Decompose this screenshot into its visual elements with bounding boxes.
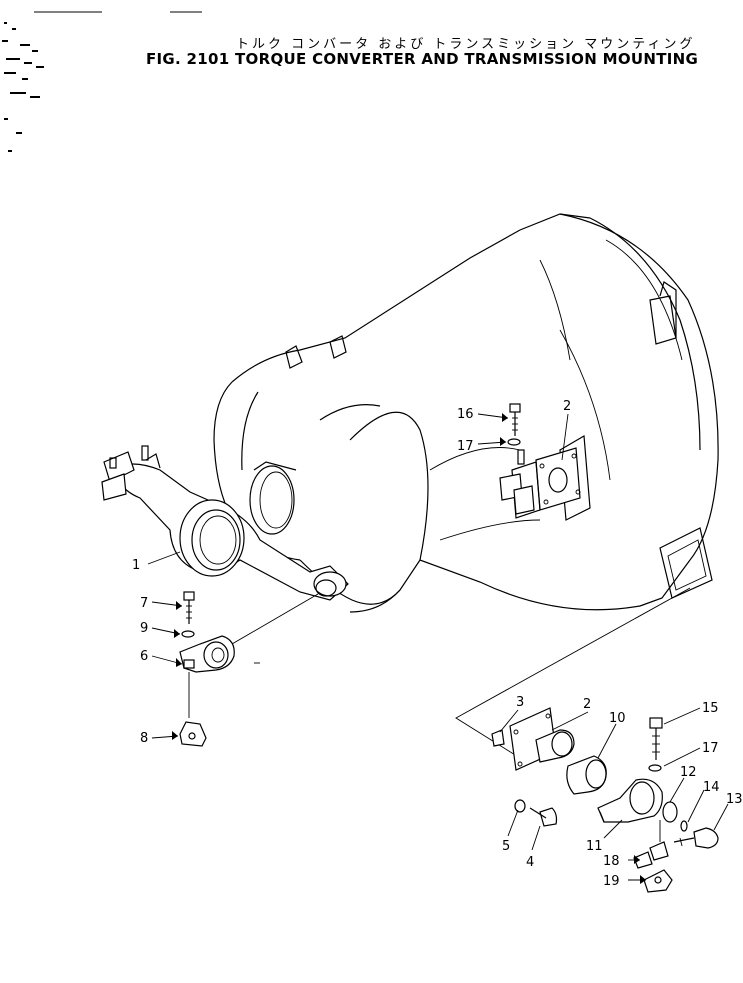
- front-support-arm: [101, 445, 349, 601]
- callout-19: 19: [603, 874, 620, 889]
- leader-arm-bushing: [231, 593, 319, 645]
- title-japanese: トルク コンバータ および トランスミッション マウンティング: [236, 37, 696, 52]
- callout-2b: 2: [583, 697, 591, 712]
- callout-15: 15: [702, 701, 719, 716]
- left-mount-parts: [179, 591, 260, 747]
- callout-10: 10: [609, 711, 626, 726]
- callout-6: 6: [140, 649, 148, 664]
- callout-arrows: [172, 413, 646, 884]
- callout-3: 3: [516, 695, 524, 710]
- callout-18: 18: [603, 854, 620, 869]
- callout-4: 4: [526, 855, 534, 870]
- callout-2a: 2: [563, 399, 571, 414]
- callout-14: 14: [703, 780, 720, 795]
- figure-title: FIG. 2101 TORQUE CONVERTER AND TRANSMISS…: [146, 50, 699, 68]
- callout-1: 1: [132, 558, 140, 573]
- callout-7: 7: [140, 596, 148, 611]
- rear-mount-exploded: [455, 587, 719, 893]
- callout-17b: 17: [702, 741, 719, 756]
- callout-8: 8: [140, 731, 148, 746]
- callout-12: 12: [680, 765, 697, 780]
- callout-17a: 17: [457, 439, 474, 454]
- callout-9: 9: [140, 621, 148, 636]
- upper-mount-assembly: [499, 403, 581, 519]
- callout-labels: 1 2 16 17 7 9 6 8 3 2 10 15 17 12 14 13 …: [132, 399, 743, 889]
- callout-13: 13: [726, 792, 743, 807]
- callout-16: 16: [457, 407, 474, 422]
- callout-5: 5: [502, 839, 510, 854]
- scan-artifacts: [2, 11, 202, 152]
- callout-11: 11: [586, 839, 603, 854]
